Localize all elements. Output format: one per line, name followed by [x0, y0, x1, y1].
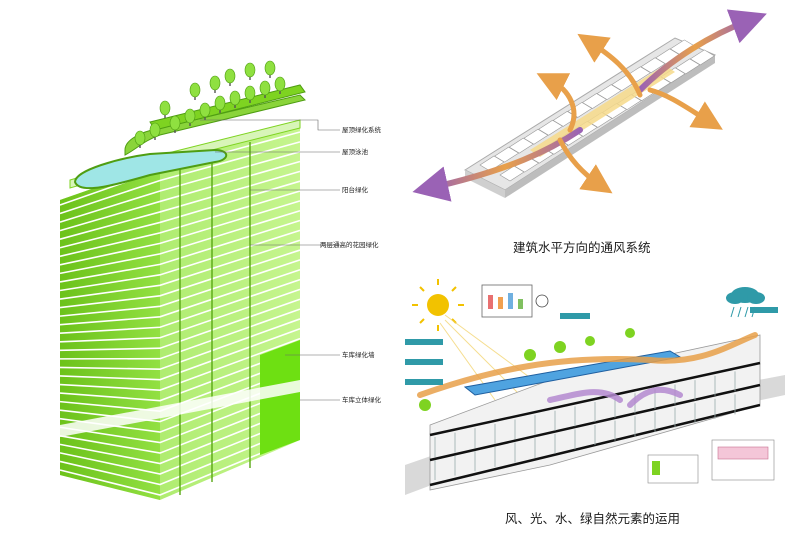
floor-slab	[59, 259, 301, 317]
tree-canopy	[244, 85, 256, 101]
label-balcony-greening: 阳台绿化	[342, 185, 369, 194]
tree-canopy	[149, 122, 161, 138]
section-tags	[405, 307, 778, 385]
plan-svg	[412, 9, 767, 202]
tree-canopy	[169, 115, 181, 131]
label-double-height-garden: 两层通高的花园绿化	[320, 240, 379, 249]
comfort-inset	[481, 284, 549, 318]
label-garage-green-wall: 车库绿化墙	[342, 350, 375, 359]
podium-band	[60, 380, 300, 437]
pool-deck	[69, 119, 301, 190]
floor-slab	[59, 367, 301, 423]
ventilation-plan	[410, 0, 790, 270]
floor-slab	[59, 239, 301, 300]
floor-slab	[59, 288, 301, 343]
floor-slab	[59, 298, 301, 352]
rain-cloud-icon	[726, 287, 765, 318]
tree-canopy	[184, 108, 196, 124]
floor-slab	[59, 249, 301, 309]
section-roof-trees	[419, 328, 635, 411]
floor-slab	[59, 406, 301, 465]
floor-slab	[59, 200, 301, 266]
tree-canopy	[244, 62, 256, 78]
floor-slab	[59, 347, 301, 402]
floor-slab	[59, 209, 301, 275]
tree-canopy	[209, 75, 221, 91]
floor-slab	[59, 170, 301, 240]
floor-slab	[59, 150, 301, 223]
roof-trees	[134, 60, 286, 148]
tower-diagram: 屋顶绿化系统 屋顶泳池 阳台绿化 两层通高的花园绿化 车库绿化墙 车库立体绿化	[59, 60, 382, 500]
wind-arrows	[412, 9, 767, 202]
floor-slab	[59, 180, 301, 249]
floor-slab	[59, 308, 301, 360]
floor-slabs	[59, 131, 301, 496]
tree-canopy	[159, 100, 171, 116]
smiley-icon	[535, 294, 549, 308]
tree-canopy	[214, 95, 226, 111]
floor-slab	[59, 268, 301, 326]
section-caption: 风、光、水、绿自然元素的运用	[505, 511, 681, 526]
tree-canopy	[259, 80, 271, 96]
tree-canopy	[264, 60, 276, 76]
tree-canopy	[224, 68, 236, 84]
tree-canopy	[134, 130, 146, 146]
detail-inset-right	[711, 439, 775, 481]
floor-slab	[59, 396, 301, 454]
floor-slab	[59, 426, 301, 486]
floor-slab	[59, 337, 301, 391]
section-wind-flows	[417, 332, 758, 408]
plan-rooms	[479, 39, 715, 182]
floor-slab	[59, 436, 301, 496]
plan-room	[689, 49, 715, 66]
tree-canopy	[274, 76, 286, 92]
tree-canopy	[229, 90, 241, 106]
tree-canopy	[199, 102, 211, 118]
rooftop-pool-shape	[73, 148, 228, 190]
floor-slab	[59, 219, 301, 283]
floor-slab	[59, 416, 301, 475]
label-roof-pool: 屋顶泳池	[342, 147, 369, 156]
floor-slab	[59, 141, 301, 215]
floor-slab	[59, 278, 301, 335]
garage-green-wall	[260, 340, 300, 455]
tree-canopy	[189, 82, 201, 98]
detail-inset-left	[647, 454, 699, 484]
floor-slab	[59, 160, 301, 232]
balcony-columns	[179, 142, 251, 495]
label-garage-vertical-greening: 车库立体绿化	[342, 395, 382, 404]
callout-leaders	[200, 119, 340, 401]
tower-svg: 屋顶绿化系统 屋顶泳池 阳台绿化 两层通高的花园绿化 车库绿化墙 车库立体绿化	[59, 60, 382, 500]
label-roof-greening: 屋顶绿化系统	[342, 125, 382, 134]
floor-slab	[59, 387, 301, 444]
floor-slab	[59, 318, 301, 370]
floor-slab	[59, 190, 301, 258]
floor-slab	[59, 328, 301, 381]
plan-building-side	[505, 55, 715, 198]
section-svg	[405, 279, 785, 495]
natural-elements-section	[400, 275, 790, 539]
plan-caption: 建筑水平方向的通风系统	[513, 240, 651, 255]
